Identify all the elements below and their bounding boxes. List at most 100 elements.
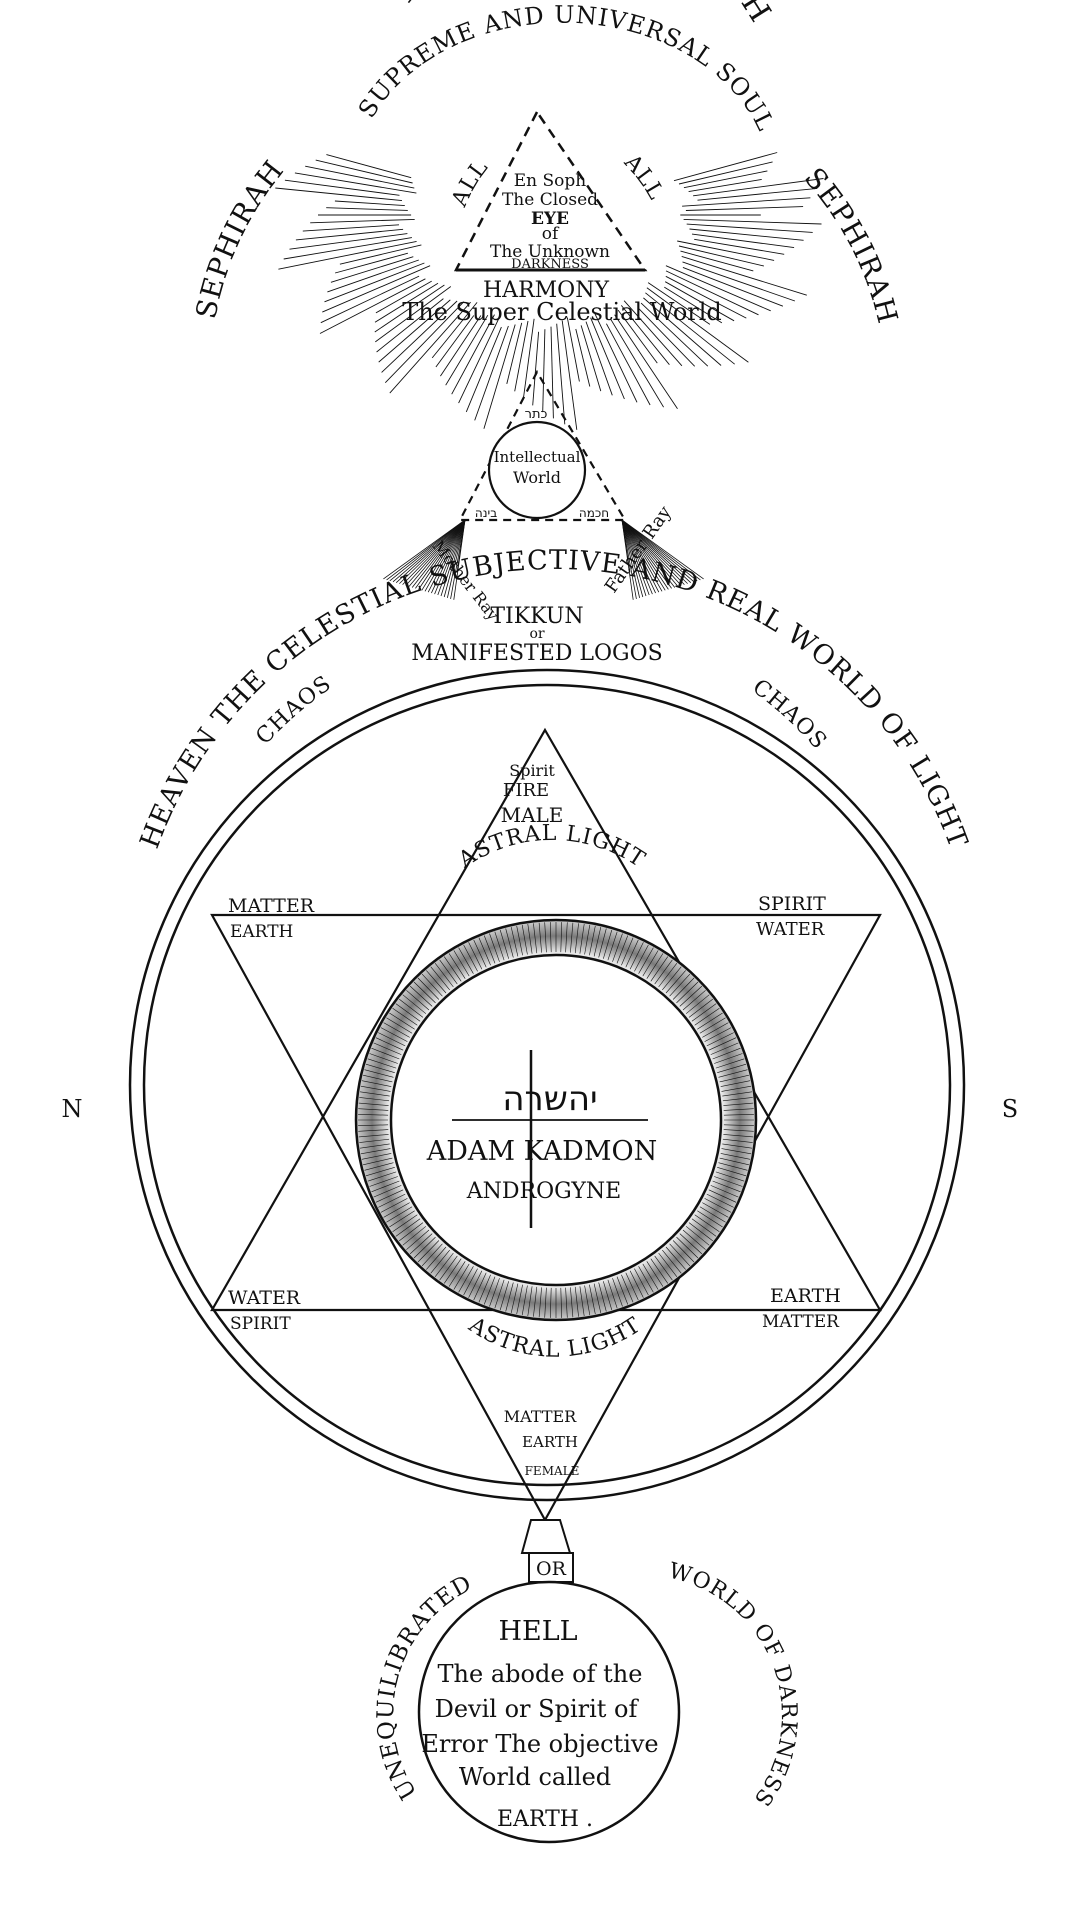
- ring-hatch-line: [392, 1214, 418, 1233]
- glory-ray: [376, 298, 444, 353]
- hebrew-yehoshua: יהשרה: [502, 1079, 597, 1119]
- ring-hatch-line: [473, 1272, 487, 1301]
- ring-hatch-line: [665, 1246, 686, 1270]
- world-text: World: [513, 468, 561, 487]
- matter-label-lr: MATTER: [762, 1312, 840, 1332]
- glory-ray: [374, 282, 439, 323]
- glory-ray: [310, 218, 415, 224]
- ring-hatch-line: [685, 1226, 710, 1246]
- ring-hatch-line: [712, 1047, 741, 1060]
- ring-hatch-line: [426, 970, 447, 994]
- ring-hatch-line: [360, 1148, 391, 1155]
- hell-title: HELL: [498, 1616, 577, 1647]
- logos-ray: [621, 519, 685, 585]
- ring-hatch-line: [434, 963, 454, 988]
- ring-hatch-line: [363, 1157, 393, 1166]
- or-label: OR: [536, 1558, 567, 1580]
- ring-hatch-line: [430, 1249, 450, 1274]
- logos-ray: [621, 519, 679, 587]
- ring-hatch-line: [538, 922, 542, 953]
- ring-hatch-line: [565, 922, 568, 953]
- ring-hatch-line: [702, 1022, 729, 1038]
- ring-hatch-line: [367, 1058, 397, 1069]
- en-soph-text: En Soph: [514, 171, 587, 191]
- glory-ray: [682, 261, 796, 302]
- glory-ray: [445, 314, 489, 386]
- logos-ray: [447, 519, 466, 598]
- ring-hatch-line: [679, 985, 703, 1007]
- ring-hatch-line: [579, 923, 585, 954]
- ring-hatch-line: [723, 1114, 754, 1116]
- south-label: S: [1002, 1095, 1018, 1123]
- middle-section: כתר Intellectual World בינה חכמה Mother …: [383, 369, 704, 666]
- ring-hatch-line: [688, 1222, 713, 1242]
- intellectual-text: Intellectual: [494, 448, 581, 466]
- logos-ray: [621, 519, 698, 582]
- ring-hatch-line: [685, 994, 710, 1014]
- glory-ray: [532, 331, 540, 406]
- ring-hatch-line: [723, 1102, 754, 1106]
- ring-hatch-line: [621, 1274, 634, 1303]
- astral-ring-hatching: [358, 922, 754, 1318]
- glory-ray: [375, 286, 452, 343]
- logos-ray: [399, 519, 466, 584]
- ring-hatch-line: [718, 1162, 748, 1171]
- ring-hatch-line: [473, 939, 487, 968]
- glory-ray: [665, 265, 771, 312]
- logos-ray: [421, 519, 466, 591]
- ring-hatch-line: [489, 1278, 500, 1307]
- glory-ray: [315, 159, 413, 184]
- logos-ray: [411, 519, 466, 588]
- ring-hatch-line: [468, 1270, 483, 1298]
- logos-ray: [395, 519, 466, 583]
- logos-ray: [621, 519, 682, 586]
- glory-ray: [638, 307, 696, 367]
- logos-ray: [386, 519, 466, 581]
- ring-hatch-line: [421, 973, 443, 997]
- glory-ray: [645, 292, 735, 365]
- ring-hatch-line: [676, 981, 699, 1004]
- ring-hatch-line: [371, 1180, 400, 1193]
- logos-ray: [450, 519, 466, 599]
- ring-hatch-line: [483, 1276, 496, 1305]
- logos-ray: [621, 519, 653, 595]
- logos-ray: [453, 519, 466, 600]
- glory-ray: [614, 314, 678, 410]
- sephirah-right-label: SEPHIRAH: [798, 161, 905, 327]
- harmony-text: HARMONY: [483, 278, 609, 303]
- ring-hatch-line: [702, 1202, 729, 1218]
- mother-father-rays: [383, 519, 704, 600]
- ring-hatch-line: [505, 1282, 514, 1312]
- ring-hatch-line: [358, 1129, 389, 1132]
- ring-hatch-line: [723, 1134, 754, 1138]
- ring-hatch-line: [722, 1143, 753, 1149]
- ring-hatch-line: [646, 1261, 664, 1287]
- logos-ray: [434, 519, 466, 595]
- ring-hatch-line: [439, 959, 458, 985]
- logos-ray: [621, 519, 660, 593]
- glory-ray: [326, 154, 412, 179]
- ring-hatch-line: [719, 1157, 749, 1166]
- ring-hatch-line: [426, 1246, 447, 1270]
- ring-hatch-line: [413, 1236, 436, 1259]
- ring-hatch-line: [723, 1129, 754, 1132]
- ring-hatch-line: [570, 1287, 574, 1318]
- ring-hatch-line: [468, 942, 483, 970]
- glory-ray: [305, 165, 415, 189]
- logos-ray: [621, 519, 672, 589]
- ring-hatch-line: [669, 1243, 691, 1267]
- ring-hatch-line: [706, 1193, 734, 1208]
- ring-hatch-line: [478, 937, 491, 966]
- glory-ray: [435, 315, 475, 368]
- logos-ray: [621, 519, 688, 584]
- ring-hatch-line: [443, 956, 462, 982]
- ring-hatch-line: [392, 1007, 418, 1026]
- ring-hatch-line: [723, 1108, 754, 1111]
- male-label: MALE: [501, 803, 564, 827]
- ring-hatch-line: [439, 1255, 458, 1281]
- ring-hatch-line: [417, 977, 440, 1000]
- glory-ray: [610, 318, 664, 408]
- logos-ray: [392, 519, 466, 583]
- glory-ray: [381, 300, 458, 373]
- logos-ray: [415, 519, 466, 589]
